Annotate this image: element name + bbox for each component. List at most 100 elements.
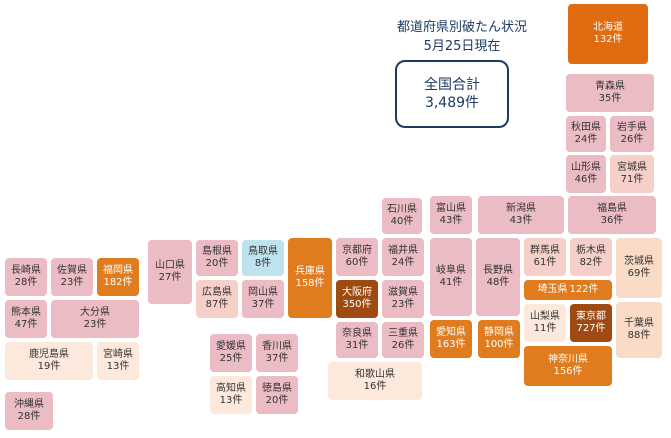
- pref-tokyo: 東京都 727件: [570, 304, 612, 342]
- pref-osaka-count: 350件: [342, 299, 372, 310]
- pref-kagawa-name: 香川県: [262, 341, 292, 352]
- pref-aomori-name: 青森県: [595, 81, 625, 92]
- title-line-2: 5月25日現在: [423, 39, 501, 54]
- pref-gunma-count: 61件: [533, 257, 557, 268]
- pref-iwate-name: 岩手県: [617, 122, 647, 133]
- pref-kochi-count: 13件: [219, 395, 243, 406]
- pref-wakayama: 和歌山県 16件: [328, 362, 422, 400]
- pref-hyogo: 兵庫県 158件: [288, 238, 332, 318]
- pref-kanagawa-name: 神奈川県: [548, 354, 588, 365]
- pref-kyoto: 京都府 60件: [336, 238, 378, 276]
- pref-miyazaki-name: 宮崎県: [103, 349, 133, 360]
- pref-nagano-count: 48件: [486, 277, 510, 288]
- pref-yamaguchi: 山口県 27件: [148, 240, 192, 304]
- pref-gifu-count: 41件: [439, 277, 463, 288]
- pref-gifu-name: 岐阜県: [436, 265, 466, 276]
- pref-niigata-count: 43件: [509, 215, 533, 226]
- pref-gunma: 群馬県 61件: [524, 238, 566, 276]
- pref-oita-count: 23件: [83, 319, 107, 330]
- pref-hiroshima: 広島県 87件: [196, 280, 238, 318]
- pref-yamanashi: 山梨県 11件: [524, 304, 566, 342]
- pref-miyagi-name: 宮城県: [617, 162, 647, 173]
- pref-tokushima-name: 徳島県: [262, 383, 292, 394]
- pref-shiga-name: 滋賀県: [388, 287, 418, 298]
- pref-hyogo-count: 158件: [295, 278, 325, 289]
- pref-chiba-name: 千葉県: [624, 318, 654, 329]
- pref-toyama: 富山県 43件: [430, 196, 472, 234]
- pref-nagasaki-count: 28件: [14, 277, 38, 288]
- pref-ishikawa: 石川県 40件: [382, 198, 422, 234]
- pref-akita-count: 24件: [574, 134, 598, 145]
- pref-shimane-count: 20件: [205, 258, 229, 269]
- pref-hokkaido-count: 132件: [593, 34, 623, 45]
- pref-iwate-count: 26件: [620, 134, 644, 145]
- pref-toyama-count: 43件: [439, 215, 463, 226]
- pref-saga-count: 23件: [60, 277, 84, 288]
- pref-nara-count: 31件: [345, 340, 369, 351]
- pref-aomori: 青森県 35件: [566, 74, 654, 112]
- pref-hyogo-name: 兵庫県: [295, 266, 325, 277]
- pref-kagawa: 香川県 37件: [256, 334, 298, 372]
- total-label: 全国合計: [424, 77, 480, 93]
- pref-fukushima-count: 36件: [600, 215, 624, 226]
- pref-ishikawa-name: 石川県: [387, 204, 417, 215]
- pref-miyazaki: 宮崎県 13件: [97, 342, 139, 380]
- pref-gifu: 岐阜県 41件: [430, 238, 472, 316]
- pref-kochi-name: 高知県: [216, 383, 246, 394]
- pref-nara: 奈良県 31件: [336, 322, 378, 358]
- pref-tottori-name: 鳥取県: [248, 246, 278, 257]
- pref-shizuoka-name: 静岡県: [484, 327, 514, 338]
- pref-saga: 佐賀県 23件: [51, 258, 93, 296]
- pref-okinawa-count: 28件: [17, 411, 41, 422]
- pref-miyagi: 宮城県 71件: [610, 155, 654, 193]
- pref-shimane-name: 島根県: [202, 246, 232, 257]
- pref-hiroshima-name: 広島県: [202, 287, 232, 298]
- pref-miyagi-count: 71件: [620, 174, 644, 185]
- pref-kanagawa-count: 156件: [553, 366, 583, 377]
- pref-fukuoka: 福岡県 182件: [97, 258, 139, 296]
- pref-tochigi: 栃木県 82件: [570, 238, 612, 276]
- pref-ehime-count: 25件: [219, 353, 243, 364]
- pref-wakayama-count: 16件: [363, 381, 387, 392]
- pref-mie: 三重県 26件: [382, 322, 424, 358]
- pref-tokushima: 徳島県 20件: [256, 376, 298, 414]
- pref-nagano-name: 長野県: [483, 265, 513, 276]
- pref-okinawa: 沖縄県 28件: [5, 392, 53, 430]
- pref-aichi: 愛知県 163件: [430, 320, 472, 358]
- pref-aichi-count: 163件: [436, 339, 466, 350]
- pref-kochi: 高知県 13件: [210, 376, 252, 414]
- pref-tochigi-name: 栃木県: [576, 245, 606, 256]
- pref-chiba-count: 88件: [627, 330, 651, 341]
- pref-kagoshima-name: 鹿児島県: [29, 349, 69, 360]
- pref-yamaguchi-count: 27件: [158, 272, 182, 283]
- pref-osaka: 大阪府 350件: [336, 280, 378, 318]
- pref-yamanashi-name: 山梨県: [530, 311, 560, 322]
- pref-akita-name: 秋田県: [571, 122, 601, 133]
- pref-shiga: 滋賀県 23件: [382, 280, 424, 318]
- pref-ehime: 愛媛県 25件: [210, 334, 252, 372]
- pref-shiga-count: 23件: [391, 299, 415, 310]
- pref-saga-name: 佐賀県: [57, 265, 87, 276]
- pref-fukui: 福井県 24件: [382, 238, 424, 276]
- pref-nagasaki: 長崎県 28件: [5, 258, 47, 296]
- pref-saitama: 埼玉県 122件: [524, 280, 612, 300]
- national-total-box: 全国合計 3,489件: [395, 60, 509, 128]
- pref-aichi-name: 愛知県: [436, 327, 466, 338]
- pref-yamagata-name: 山形県: [571, 162, 601, 173]
- pref-kanagawa: 神奈川県 156件: [524, 346, 612, 386]
- pref-kyoto-count: 60件: [345, 257, 369, 268]
- pref-kumamoto-count: 47件: [14, 319, 38, 330]
- pref-fukuoka-name: 福岡県: [103, 265, 133, 276]
- pref-saitama-count: 122件: [569, 284, 599, 295]
- title-line-1: 都道府県別破たん状況: [396, 20, 527, 35]
- pref-nara-name: 奈良県: [342, 328, 372, 339]
- pref-fukuoka-count: 182件: [103, 277, 133, 288]
- pref-tokushima-count: 20件: [265, 395, 289, 406]
- pref-ehime-name: 愛媛県: [216, 341, 246, 352]
- pref-yamanashi-count: 11件: [533, 323, 557, 334]
- pref-chiba: 千葉県 88件: [616, 302, 662, 358]
- pref-fukushima-name: 福島県: [597, 203, 627, 214]
- pref-ibaraki-count: 69件: [627, 268, 651, 279]
- pref-kagoshima-count: 19件: [37, 361, 61, 372]
- pref-gunma-name: 群馬県: [530, 245, 560, 256]
